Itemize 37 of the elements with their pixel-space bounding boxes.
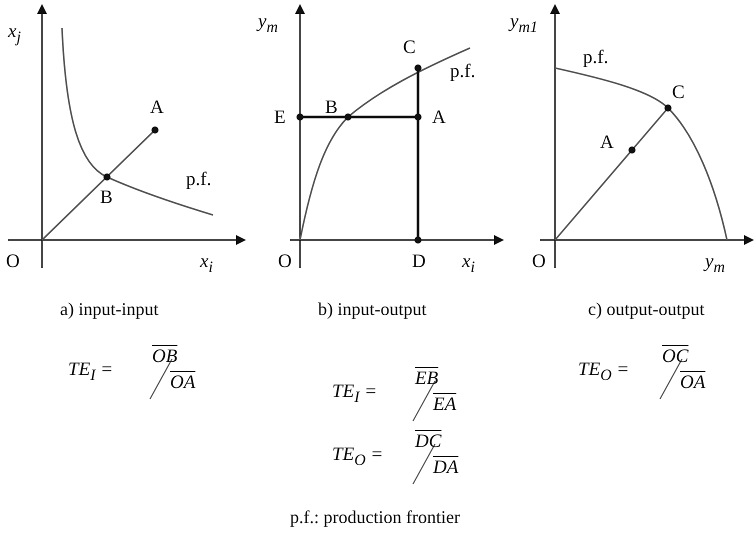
- axis-label: y$_{m}$: [258, 12, 278, 36]
- point-label: A: [432, 108, 446, 127]
- axis-label: y$_{m}$: [705, 252, 725, 276]
- formula-denominator: DA: [433, 458, 458, 477]
- note-text: p.f.: production frontier: [290, 508, 460, 526]
- formula-term: TE$_{O}$ =: [332, 445, 384, 469]
- point-label: A: [600, 133, 614, 152]
- point-label: C: [672, 83, 685, 102]
- panel-caption: c) output-output: [588, 300, 704, 318]
- origin-label: O: [532, 252, 546, 271]
- formula-term: TE$_{I}$ =: [332, 382, 378, 406]
- origin-label: O: [6, 252, 20, 271]
- formula-denominator: EA: [433, 395, 456, 414]
- point-label: C: [403, 38, 416, 57]
- point-label: B: [100, 188, 113, 207]
- curve-label: p.f.: [583, 48, 608, 67]
- panel-caption: b) input-output: [318, 300, 426, 318]
- axis-label: y$_{m1}$: [510, 12, 538, 36]
- formula-denominator: OA: [680, 373, 706, 392]
- point-label: D: [412, 252, 426, 271]
- formula-term: TE$_{I}$ =: [68, 360, 114, 384]
- formula-denominator: OA: [170, 373, 196, 392]
- axis-label: x$_{i}$: [462, 252, 475, 276]
- point-label: B: [325, 98, 338, 117]
- curve-label: p.f.: [186, 170, 212, 189]
- origin-label: O: [278, 252, 292, 271]
- formula-numerator: OC: [662, 347, 688, 366]
- formula-numerator: DC: [415, 432, 442, 451]
- curve-label: p.f.: [450, 62, 476, 81]
- formula-term: TE$_{O}$ =: [578, 360, 630, 384]
- formula-numerator: OB: [152, 347, 178, 366]
- axis-label: x$_{i}$: [200, 252, 213, 276]
- point-label: A: [150, 98, 164, 117]
- panel-caption: a) input-input: [60, 300, 158, 318]
- formula-numerator: EB: [415, 369, 438, 388]
- point-label: E: [274, 108, 286, 127]
- axis-label: x$_{j}$: [8, 22, 21, 46]
